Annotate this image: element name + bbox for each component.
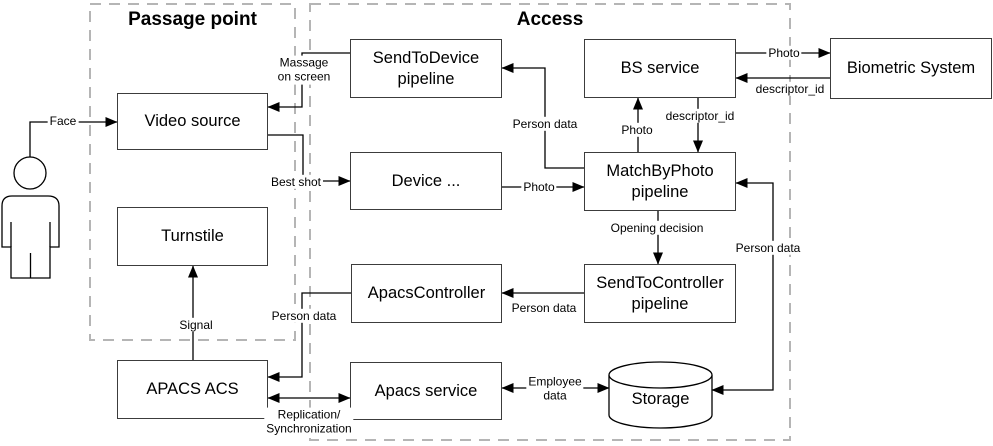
connector-face [29, 117, 118, 157]
edge-label-signal: Signal [177, 317, 215, 333]
connector-best-shot [268, 134, 351, 186]
connector-person-data-to-apacs-acs [267, 292, 351, 382]
edge-label-face: Face [47, 113, 79, 129]
edge-label-employee-data: Employee data [526, 374, 584, 404]
edge-label-person-data-to-send-to-device: Person data [510, 116, 580, 132]
cylinder-body [608, 375, 713, 429]
edge-label-person-data-to-apacs-controller: Person data [509, 300, 579, 316]
group-title-passage-point: Passage point [128, 9, 257, 30]
edge-label-photo-match-to-bs: Photo [619, 122, 655, 138]
group-passage-point-border [89, 3, 296, 341]
node-storage-label: Storage [631, 390, 690, 408]
group-borders [89, 3, 791, 441]
edge-label-best-shot: Best shot [268, 174, 324, 190]
edge-label-photo-device-to-match: Photo [521, 179, 557, 195]
node-match-by-photo-pipeline: MatchByPhoto pipeline [584, 152, 736, 211]
person-icon [1, 156, 60, 279]
node-apacs-acs: APACS ACS [117, 360, 268, 419]
cylinder-top [608, 361, 713, 389]
node-bs-service: BS service [584, 39, 736, 98]
node-video-source: Video source [117, 93, 268, 150]
person-head [13, 156, 47, 190]
person-limbs [10, 222, 51, 278]
node-biometric-system: Biometric System [830, 38, 992, 99]
node-send-to-controller-pipeline: SendToController pipeline [584, 264, 736, 323]
edge-label-massage-on-screen: Massage on screen [275, 55, 333, 85]
node-apacs-controller: ApacsController [351, 264, 502, 323]
edge-label-person-data-storage-match: Person data [733, 240, 803, 256]
group-title-access: Access [516, 9, 584, 30]
edge-label-photo-bs-to-biometric: Photo [766, 45, 802, 61]
edge-label-person-data-to-apacs-acs: Person data [269, 308, 339, 324]
node-send-to-device-pipeline: SendToDevice pipeline [350, 39, 502, 98]
node-apacs-service: Apacs service [350, 362, 502, 420]
edge-label-descriptor-id-biometric-to-bs: descriptor_id [753, 81, 827, 97]
node-turnstile: Turnstile [117, 207, 268, 266]
edge-label-opening-decision: Opening decision [608, 220, 706, 236]
connector-person-data-storage-match [711, 178, 774, 395]
database-cylinder-icon [608, 361, 713, 429]
person-body [1, 195, 60, 279]
edge-label-replication: Replication/ Synchronization [264, 407, 354, 437]
node-device: Device ... [350, 152, 502, 210]
edge-label-descriptor-id-bs-to-match: descriptor_id [663, 108, 737, 124]
